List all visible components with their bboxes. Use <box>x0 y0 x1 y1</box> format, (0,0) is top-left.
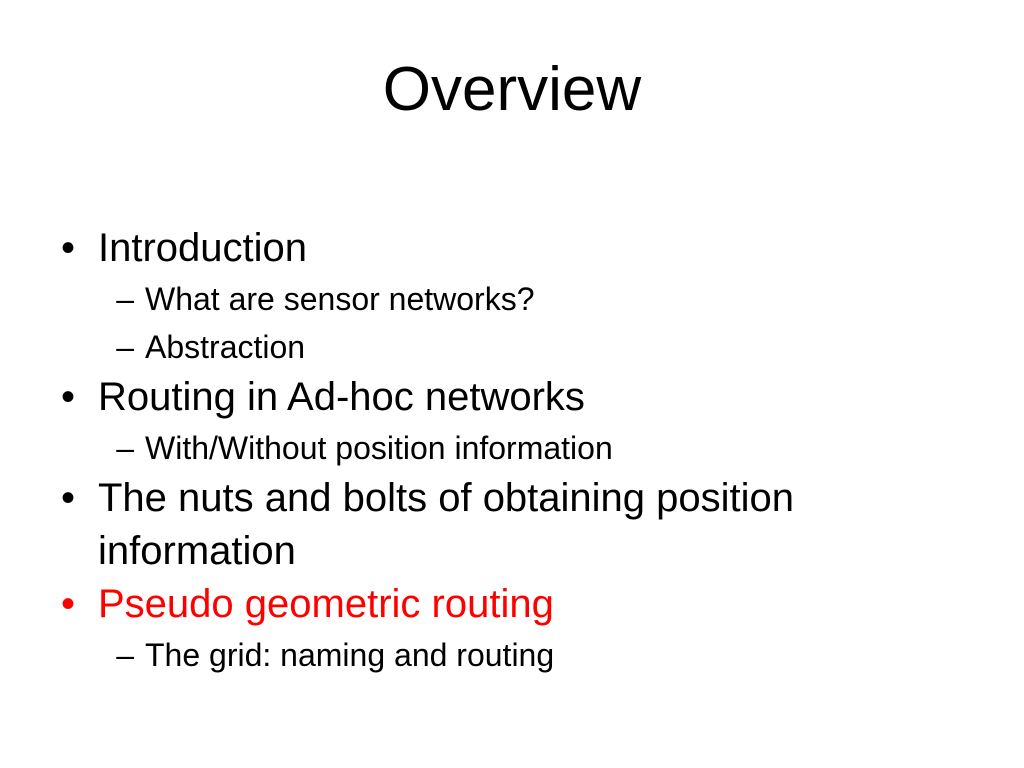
slide-bullet-list: • Introduction – What are sensor network… <box>57 222 977 679</box>
bullet-item-level2[interactable]: – With/Without position information <box>57 424 977 472</box>
bullet-item-level2[interactable]: – The grid: naming and routing <box>57 631 977 679</box>
bullet-item-level1[interactable]: • Introduction <box>57 222 977 275</box>
bullet-dot-icon: • <box>61 226 76 270</box>
bullet-dash-icon: – <box>116 329 134 365</box>
bullet-dot-icon: • <box>61 582 76 626</box>
bullet-dash-icon: – <box>116 281 134 317</box>
bullet-item-level1[interactable]: • The nuts and bolts of obtaining positi… <box>57 472 977 578</box>
bullet-dash-icon: – <box>116 430 134 466</box>
bullet-text: What are sensor networks? <box>145 281 535 317</box>
bullet-dash-icon: – <box>116 637 134 673</box>
bullet-item-level2[interactable]: – Abstraction <box>57 323 977 371</box>
bullet-dot-icon: • <box>61 375 76 419</box>
bullet-item-level2[interactable]: – What are sensor networks? <box>57 275 977 323</box>
bullet-item-level1-highlighted[interactable]: • Pseudo geometric routing <box>57 578 977 631</box>
slide-title: Overview <box>382 55 642 124</box>
bullet-text: The nuts and bolts of obtaining position… <box>98 476 795 573</box>
bullet-text: Pseudo geometric routing <box>98 582 554 626</box>
bullet-text: With/Without position information <box>145 430 613 466</box>
bullet-dot-icon: • <box>61 476 76 520</box>
bullet-text: The grid: naming and routing <box>145 637 555 673</box>
bullet-text: Abstraction <box>145 329 306 365</box>
bullet-text: Routing in Ad-hoc networks <box>98 375 585 419</box>
bullet-item-level1[interactable]: • Routing in Ad-hoc networks <box>57 371 977 424</box>
bullet-text: Introduction <box>98 226 308 270</box>
